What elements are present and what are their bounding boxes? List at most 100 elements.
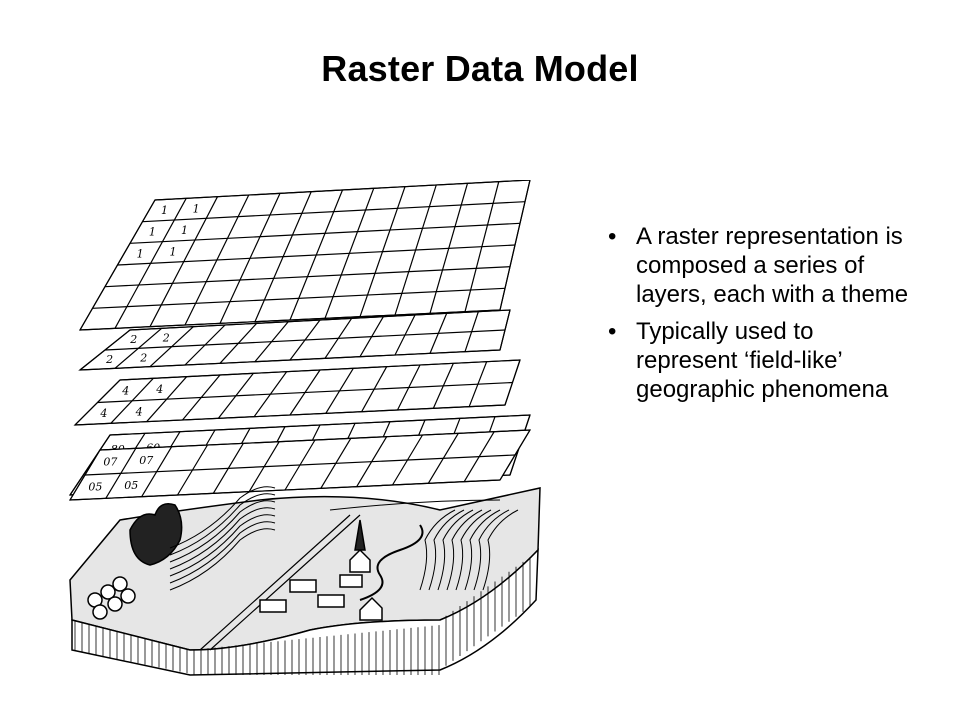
village bbox=[259, 519, 383, 621]
grid-line bbox=[219, 322, 258, 364]
field-furrow bbox=[482, 509, 519, 591]
field-furrow bbox=[169, 507, 276, 570]
grid-line bbox=[394, 314, 416, 356]
field-furrow bbox=[169, 514, 276, 577]
cell-value-label: 07 bbox=[139, 454, 153, 467]
grid-line bbox=[149, 326, 194, 368]
grid-line bbox=[176, 444, 209, 496]
grid-line bbox=[79, 199, 156, 331]
landscape-block bbox=[69, 486, 541, 676]
grid-line bbox=[359, 316, 384, 357]
church-spire bbox=[354, 519, 366, 551]
cell-value-label: 1 bbox=[149, 226, 156, 239]
road bbox=[209, 514, 361, 651]
cell-value-label: 05 bbox=[124, 479, 138, 492]
grid-line bbox=[464, 311, 479, 352]
cell-value-label: 4 bbox=[121, 384, 129, 397]
grid-line bbox=[361, 366, 388, 412]
grid-line bbox=[289, 319, 321, 361]
field-furrow bbox=[473, 509, 510, 591]
field-furrow bbox=[446, 509, 483, 591]
cell-value-label: 2 bbox=[139, 352, 147, 365]
grid-line bbox=[254, 191, 312, 322]
grid-line bbox=[325, 368, 354, 414]
field-furrow bbox=[169, 486, 276, 549]
bullet-list: A raster representation is composed a se… bbox=[606, 222, 916, 412]
grid-line bbox=[114, 198, 187, 329]
bullet-item: A raster representation is composed a se… bbox=[606, 222, 916, 309]
grid-line bbox=[114, 327, 163, 369]
grid-line bbox=[463, 431, 495, 482]
grid-line bbox=[219, 193, 281, 324]
cell-value-label: 07 bbox=[103, 456, 117, 469]
grid-line bbox=[146, 376, 188, 423]
grid-line bbox=[289, 369, 321, 416]
cell-value-label: 05 bbox=[88, 481, 102, 494]
cell-value-label: 1 bbox=[169, 246, 176, 259]
grid-line bbox=[184, 324, 226, 366]
river bbox=[359, 524, 424, 601]
grid-line bbox=[464, 181, 500, 312]
grid-line bbox=[254, 321, 289, 363]
cell-value-label: 1 bbox=[181, 224, 188, 237]
grid-line bbox=[499, 180, 531, 311]
field-furrow bbox=[169, 521, 276, 584]
field-furrow bbox=[169, 500, 276, 563]
grid-line bbox=[74, 379, 121, 426]
grid-line bbox=[391, 434, 424, 486]
grid-line bbox=[149, 196, 219, 327]
grid-line bbox=[394, 184, 437, 316]
grid-line bbox=[504, 359, 521, 406]
grid-line bbox=[359, 186, 406, 317]
field-furrow bbox=[169, 528, 276, 591]
bullet-item: Typically used to represent ‘field-like’… bbox=[606, 317, 916, 404]
field-furrow bbox=[428, 509, 465, 591]
grid-line bbox=[499, 429, 531, 481]
field-furrow bbox=[169, 493, 276, 556]
grid-line bbox=[105, 448, 137, 499]
grid-line bbox=[468, 361, 488, 407]
shrubs bbox=[87, 576, 136, 620]
grid-line bbox=[184, 194, 250, 326]
grid-line bbox=[429, 313, 448, 354]
raster-layers-illustration: 111111222244448060606007070505 bbox=[68, 180, 541, 676]
grid-line bbox=[320, 438, 352, 489]
terrain-front-side bbox=[71, 548, 539, 676]
grid-line bbox=[69, 449, 101, 501]
cell-value-label: 1 bbox=[161, 204, 168, 217]
grid-line bbox=[248, 441, 280, 492]
grid-line bbox=[212, 443, 244, 494]
grid-line bbox=[432, 363, 454, 409]
grid-line bbox=[289, 189, 344, 321]
cell-value-label: 4 bbox=[135, 405, 143, 418]
raster-grid-layers: 111111222244448060606007070505 bbox=[68, 180, 532, 501]
grid-line bbox=[429, 183, 469, 314]
grid-line bbox=[356, 436, 388, 487]
grid-line bbox=[110, 377, 154, 424]
road bbox=[199, 514, 351, 651]
field-furrow bbox=[437, 509, 474, 591]
grid-line bbox=[253, 371, 288, 418]
grid-line bbox=[284, 439, 316, 491]
forest-trees bbox=[129, 503, 183, 566]
crop-fields bbox=[169, 486, 519, 591]
grid-line bbox=[427, 433, 459, 484]
cell-value-label: 4 bbox=[155, 383, 163, 396]
grid-line bbox=[324, 188, 375, 319]
grid-line bbox=[141, 446, 173, 497]
grid-line bbox=[79, 329, 131, 371]
grid-line bbox=[324, 318, 353, 359]
slide-title: Raster Data Model bbox=[321, 48, 639, 89]
field-furrow bbox=[464, 509, 501, 591]
field-furrow bbox=[455, 509, 492, 591]
road bbox=[329, 499, 501, 511]
grid-line bbox=[69, 434, 111, 496]
grid-line bbox=[499, 309, 511, 351]
grid-line bbox=[217, 372, 254, 419]
terrain-hatching bbox=[74, 557, 531, 675]
field-furrow bbox=[419, 509, 456, 591]
grid-line bbox=[396, 364, 421, 411]
cell-value-label: 2 bbox=[162, 332, 170, 345]
cell-value-label: 1 bbox=[137, 247, 144, 260]
